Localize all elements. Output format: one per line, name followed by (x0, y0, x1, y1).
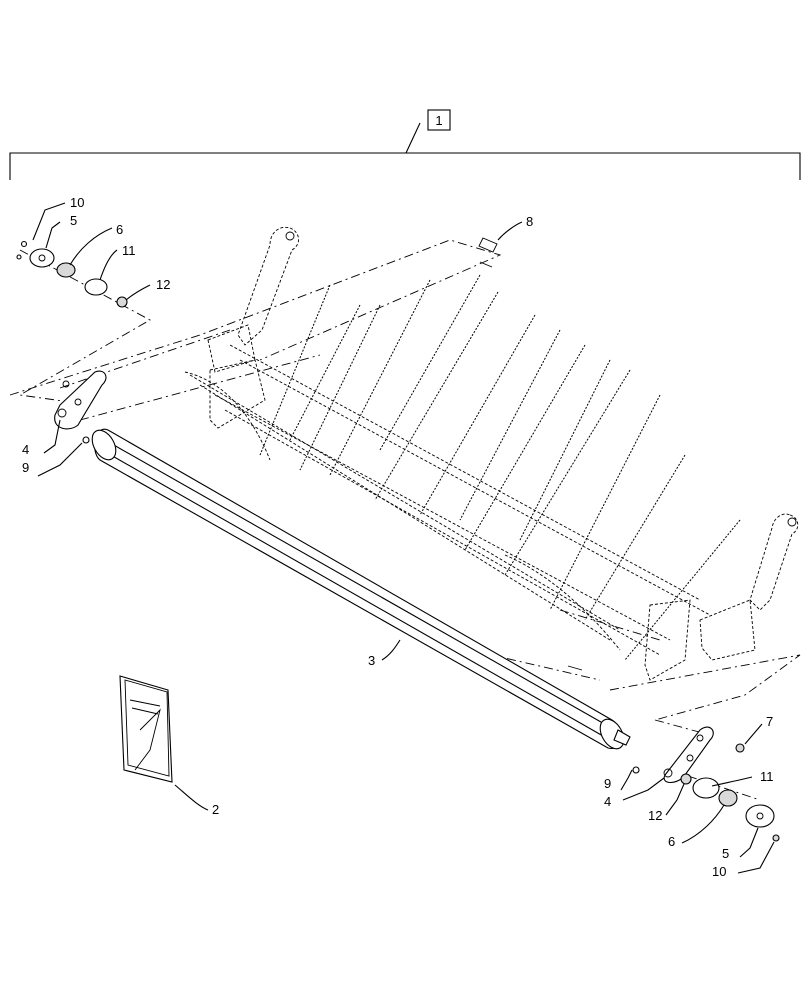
washer-5-right (745, 804, 775, 828)
callout-4-right: 4 (604, 794, 611, 809)
callout-7: 7 (766, 714, 773, 729)
callout-6-right: 6 (668, 834, 675, 849)
callout-11-left: 11 (122, 243, 136, 258)
roller-3 (91, 428, 631, 750)
callout-8: 8 (526, 214, 533, 229)
callout-9-left: 9 (22, 460, 29, 475)
callout-6-left: 6 (116, 222, 123, 237)
callout-10-left: 10 (70, 195, 84, 210)
callout-10-right: 10 (712, 864, 726, 879)
washer-11-left (84, 278, 108, 296)
callout-11-right: 11 (760, 769, 774, 784)
callout-5-right: 5 (722, 846, 729, 861)
callout-4-left: 4 (22, 442, 29, 457)
callout-9-right: 9 (604, 776, 611, 791)
nut-10-left (20, 240, 28, 248)
bushing-6-right (718, 789, 738, 807)
callout-2: 2 (212, 802, 219, 817)
callout-labels: 10 5 6 11 12 8 4 9 3 2 7 9 11 4 12 6 5 1… (22, 195, 774, 879)
left-hardware (16, 240, 128, 444)
right-hardware (632, 726, 780, 842)
leader-lines (32, 202, 775, 874)
bolt-9-right (632, 766, 640, 774)
manual-2 (119, 675, 173, 783)
washer-11-right (692, 777, 720, 799)
callout-5-left: 5 (70, 213, 77, 228)
bushing-6-left (56, 262, 76, 278)
callout-3: 3 (368, 653, 375, 668)
washer-5-left (29, 248, 55, 268)
nut-10-right (772, 834, 780, 842)
bushing-12-left (116, 296, 128, 308)
reel-frame (184, 226, 799, 681)
bolt-9-left (82, 436, 90, 444)
bushing-12-right (680, 773, 692, 785)
assembly-label: 1 (435, 113, 442, 128)
nut-small-left (16, 254, 22, 260)
callout-12-right: 12 (648, 808, 662, 823)
nut-7 (735, 743, 745, 753)
assembly-bracket: 1 (9, 109, 801, 180)
assembly-label-box (427, 109, 451, 131)
callout-12-left: 12 (156, 277, 170, 292)
